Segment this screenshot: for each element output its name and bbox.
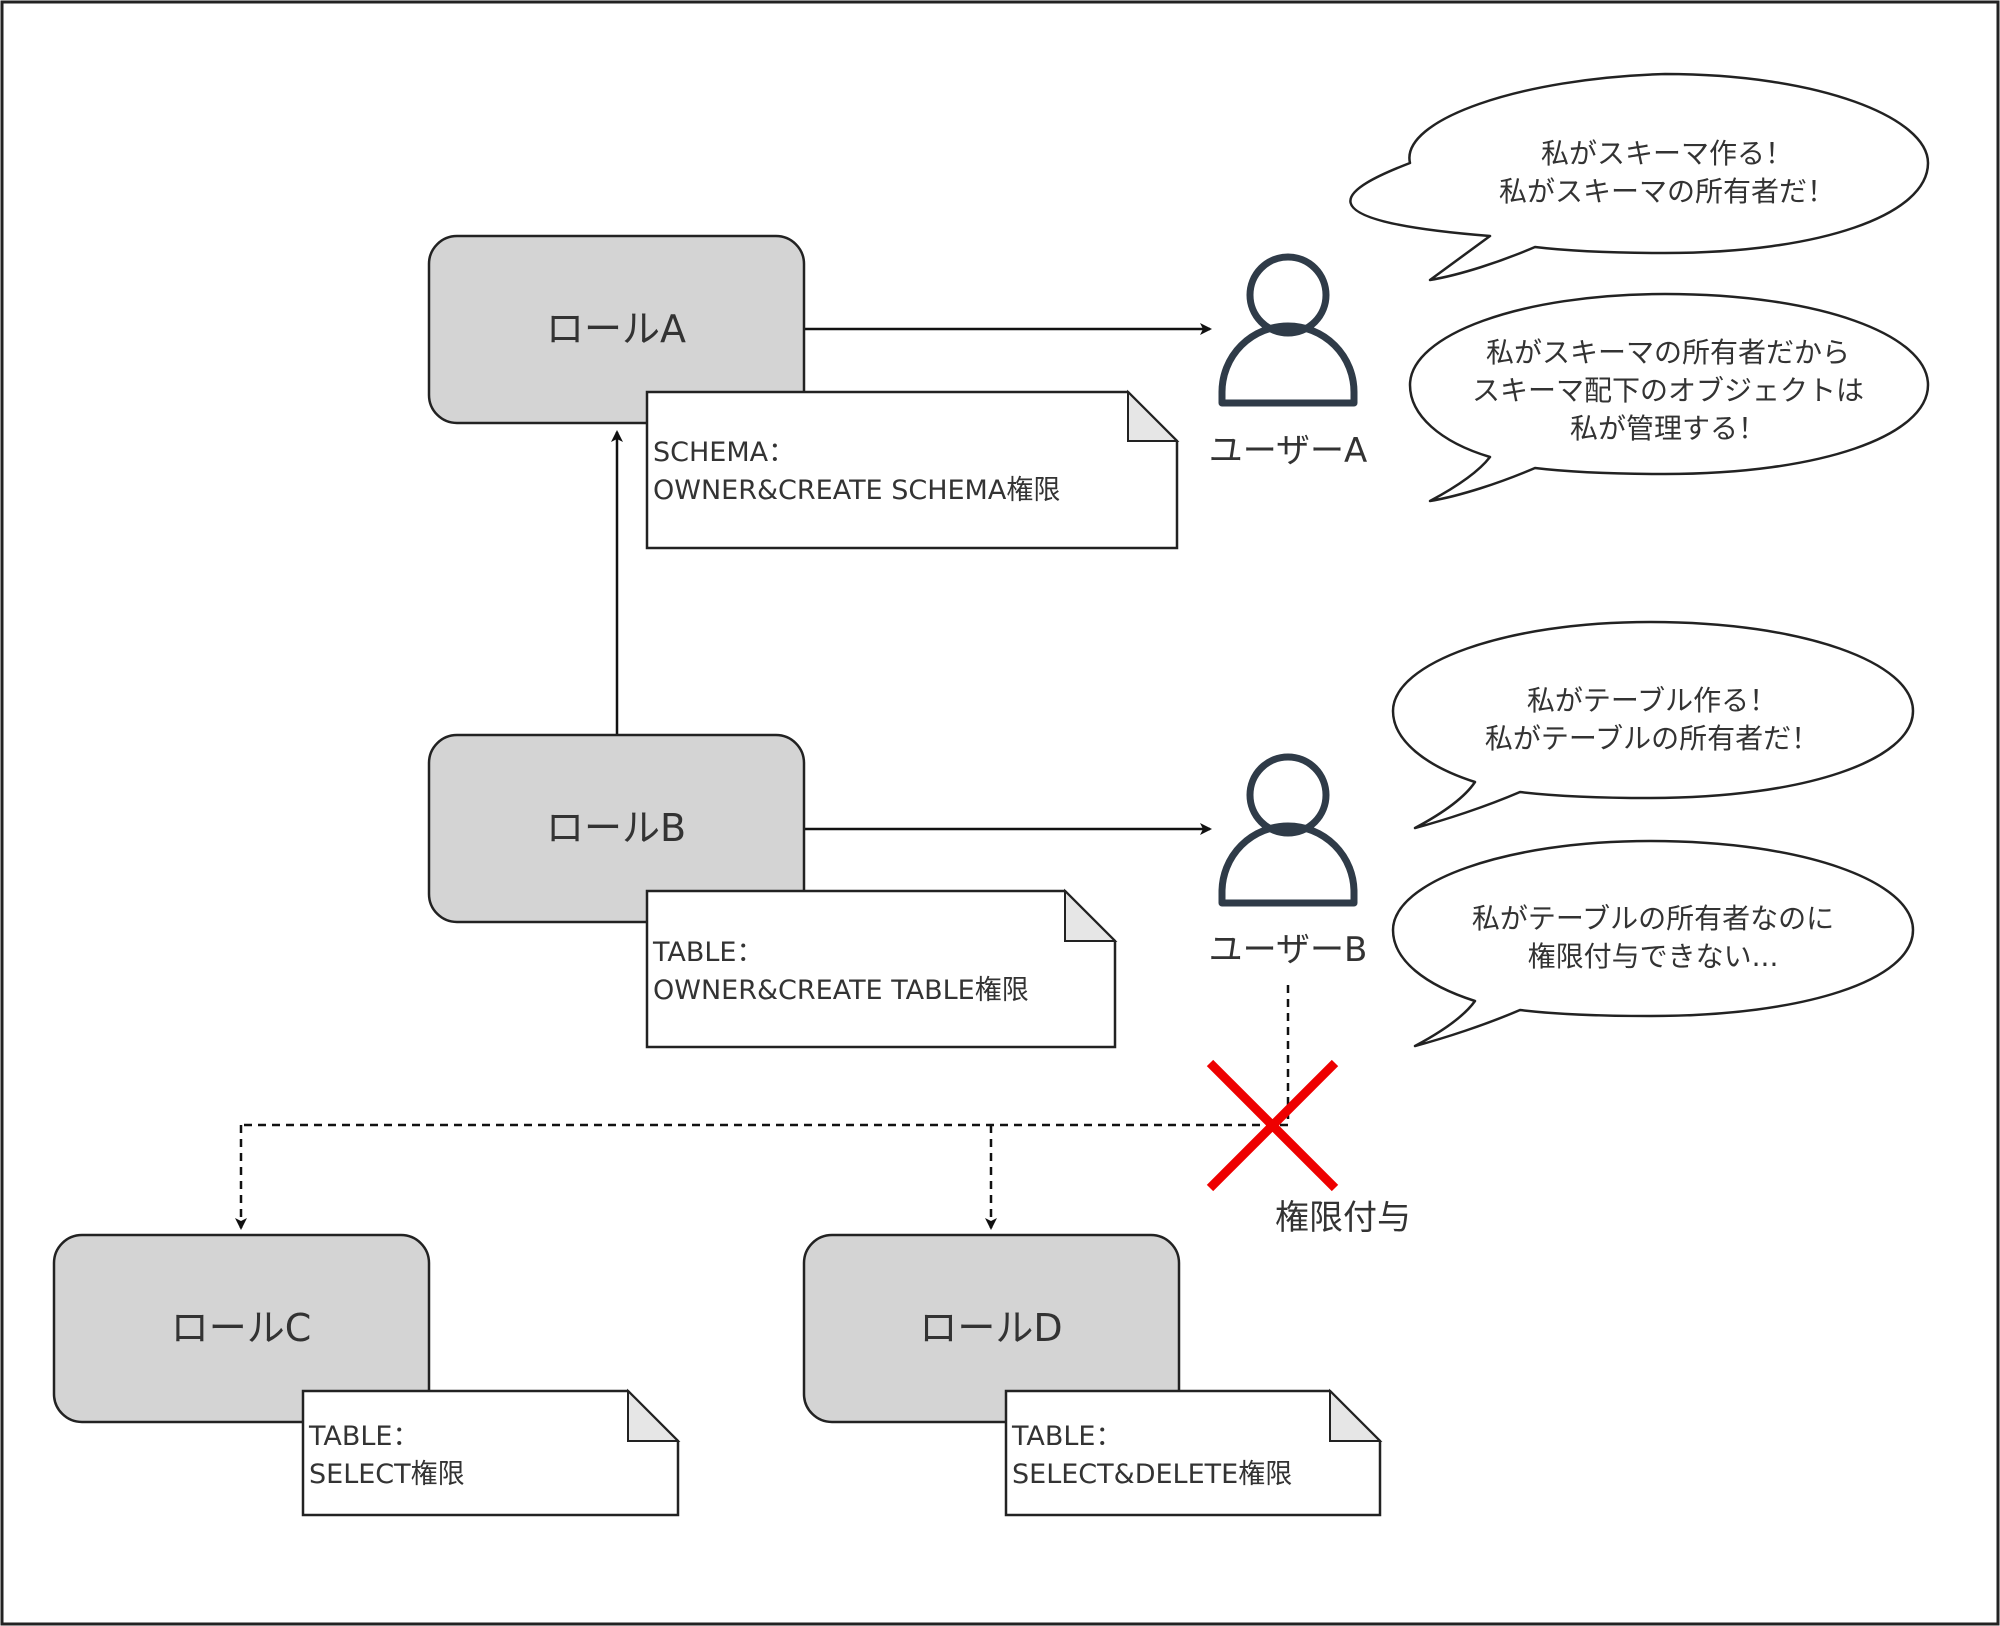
note-role-a-line1: SCHEMA： [653,437,795,468]
note-role-a: SCHEMA： OWNER&CREATE SCHEMA権限 [645,389,1180,550]
note-role-b: TABLE： OWNER&CREATE TABLE権限 [645,888,1118,1049]
note-role-b-line2: OWNER&CREATE TABLE権限 [653,975,1029,1006]
note-role-c-line1: TABLE： [308,1421,420,1452]
note-role-a-line2: OWNER&CREATE SCHEMA権限 [653,475,1060,506]
bubble-a2-line1: 私がスキーマの所有者だから [1486,336,1850,369]
bubble-b2-line1: 私がテーブルの所有者なのに [1472,902,1834,935]
bubble-a2-line3: 私が管理する！ [1570,412,1766,445]
role-d-label: ロールD [919,1306,1062,1350]
speech-bubble-b2: 私がテーブルの所有者なのに 権限付与できない... [1391,839,1915,1048]
speech-bubble-b1: 私がテーブル作る！ 私がテーブルの所有者だ！ [1391,620,1915,830]
role-c: ロールC [52,1233,431,1424]
user-b-label: ユーザーB [1209,930,1368,970]
bubble-a1-line1: 私がスキーマ作る！ [1541,137,1793,170]
role-c-label: ロールC [171,1306,312,1350]
user-a-label: ユーザーA [1209,431,1368,471]
role-d: ロールD [802,1233,1181,1424]
role-a: ロールA [427,234,806,425]
note-role-c-line2: SELECT権限 [309,1459,465,1490]
note-role-d-line2: SELECT&DELETE権限 [1012,1459,1292,1490]
user-b-icon [1218,753,1358,907]
role-b-label: ロールB [546,806,686,850]
note-role-d-line1: TABLE： [1011,1421,1123,1452]
grant-label: 権限付与 [1275,1198,1411,1238]
cross-icon [1206,1059,1339,1192]
speech-bubble-a2: 私がスキーマの所有者だから スキーマ配下のオブジェクトは 私が管理する！ [1408,292,1930,503]
note-role-c: TABLE： SELECT権限 [301,1388,681,1517]
note-role-b-line1: TABLE： [652,937,764,968]
role-a-label: ロールA [546,307,686,351]
bubble-a2-line2: スキーマ配下のオブジェクトは [1472,374,1864,407]
user-a-icon [1218,253,1358,407]
user-b: ユーザーB [1209,753,1368,970]
user-a: ユーザーA [1209,253,1368,471]
role-b: ロールB [427,733,806,924]
bubble-b1-line2: 私がテーブルの所有者だ！ [1485,722,1819,755]
bubble-b2-line2: 権限付与できない... [1528,940,1779,973]
speech-bubble-a1: 私がスキーマ作る！ 私がスキーマの所有者だ！ [1349,72,1930,282]
note-role-d: TABLE： SELECT&DELETE権限 [1004,1388,1383,1517]
bubble-b1-line1: 私がテーブル作る！ [1527,684,1777,717]
bubble-a1-line2: 私がスキーマの所有者だ！ [1499,175,1835,208]
